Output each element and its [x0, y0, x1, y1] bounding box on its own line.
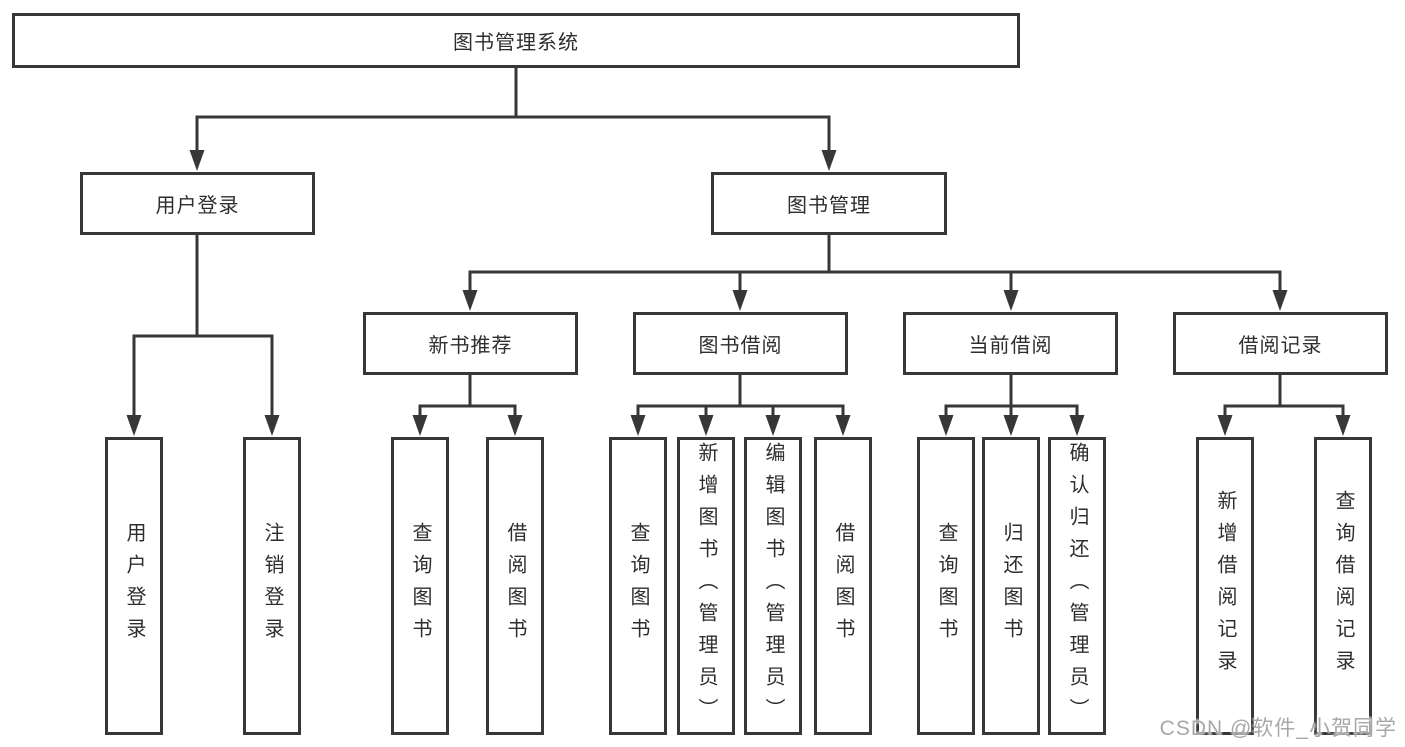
node-label: 新增图书（管理员） [695, 442, 717, 730]
node-label: 查询图书 [409, 522, 431, 650]
node-label: 用户登录 [155, 195, 240, 217]
node-leaf-query-books-3: 查询图书 [917, 437, 975, 735]
node-borrowing-records: 借阅记录 [1173, 312, 1388, 375]
arrowheads [126, 150, 1351, 436]
csdn-watermark: CSDN @软件_小贺同学 [1159, 717, 1397, 740]
node-leaf-borrow-books-2: 借阅图书 [814, 437, 872, 735]
node-label: 查询借阅记录 [1332, 490, 1354, 682]
node-leaf-query-books-1: 查询图书 [391, 437, 449, 735]
node-label: 新增借阅记录 [1214, 490, 1236, 682]
node-leaf-confirm-return-admin: 确认归还（管理员） [1048, 437, 1106, 735]
node-label: 借阅图书 [832, 522, 854, 650]
node-book-management: 图书管理 [711, 172, 947, 235]
node-current-borrowing: 当前借阅 [903, 312, 1118, 375]
node-label: 图书管理系统 [453, 32, 579, 54]
node-label: 归还图书 [1000, 522, 1022, 650]
node-label: 当前借阅 [968, 335, 1053, 357]
node-leaf-add-books-admin: 新增图书（管理员） [677, 437, 735, 735]
node-label: 用户登录 [123, 522, 145, 650]
node-library-management-system: 图书管理系统 [12, 13, 1020, 68]
node-label: 确认归还（管理员） [1066, 442, 1088, 730]
node-label: 图书借阅 [698, 335, 783, 357]
node-leaf-logout: 注销登录 [243, 437, 301, 735]
node-label: 借阅图书 [504, 522, 526, 650]
node-new-book-recommend: 新书推荐 [363, 312, 578, 375]
node-user-login-group: 用户登录 [80, 172, 315, 235]
node-label: 借阅记录 [1238, 335, 1323, 357]
node-book-borrowing: 图书借阅 [633, 312, 848, 375]
node-label: 图书管理 [787, 195, 871, 217]
node-leaf-return-books: 归还图书 [982, 437, 1040, 735]
node-label: 查询图书 [627, 522, 649, 650]
node-leaf-borrow-books-1: 借阅图书 [486, 437, 544, 735]
node-leaf-edit-books-admin: 编辑图书（管理员） [744, 437, 802, 735]
node-label: 注销登录 [261, 522, 283, 650]
node-leaf-query-books-2: 查询图书 [609, 437, 667, 735]
node-leaf-query-borrow-record: 查询借阅记录 [1314, 437, 1372, 735]
node-label: 新书推荐 [428, 335, 513, 357]
node-leaf-user-login: 用户登录 [105, 437, 163, 735]
node-label: 编辑图书（管理员） [762, 442, 784, 730]
node-leaf-add-borrow-record: 新增借阅记录 [1196, 437, 1254, 735]
node-label: 查询图书 [935, 522, 957, 650]
